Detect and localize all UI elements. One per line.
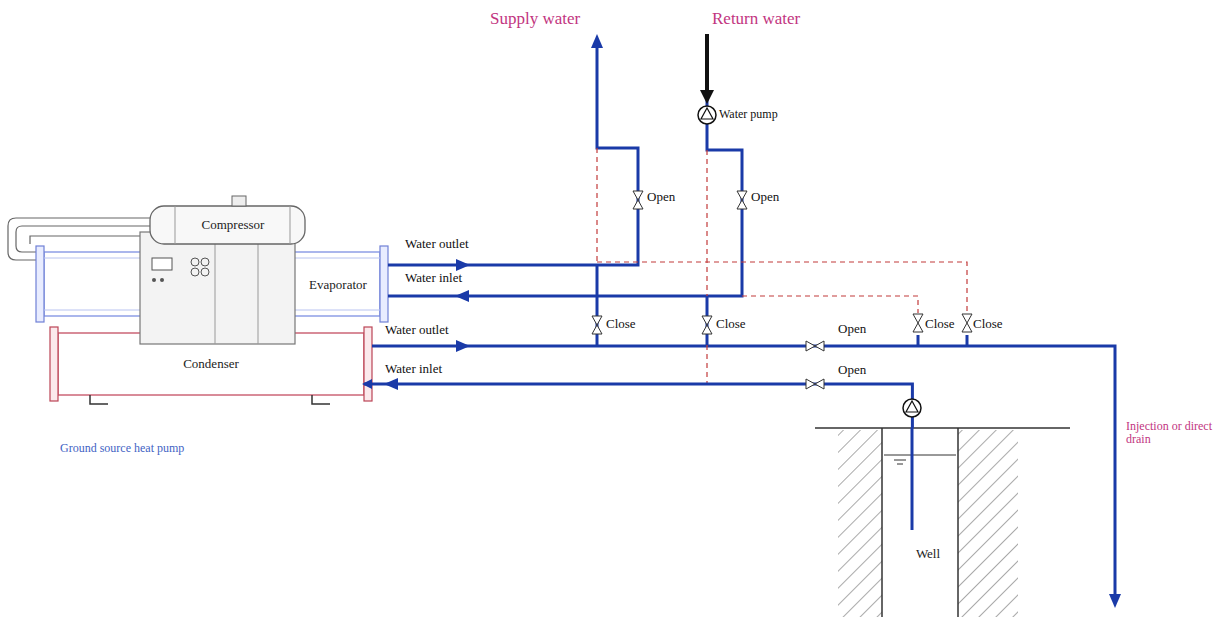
- valve-state: Close: [606, 317, 636, 331]
- valve-state: Close: [716, 317, 746, 331]
- condenser-node: Condenser: [58, 333, 364, 395]
- flow-arrow: [384, 378, 398, 390]
- flow-arrows: [455, 34, 1121, 608]
- valve-state: Open: [838, 322, 866, 336]
- evaporator-node: Evaporator: [296, 268, 380, 302]
- valve-symbol: [806, 379, 824, 389]
- control-panel: [140, 232, 295, 344]
- well-node: Well: [882, 428, 958, 617]
- supply-label: Supply water: [490, 10, 580, 29]
- valve-symbol: [913, 314, 923, 332]
- node-text: Evaporator: [309, 278, 367, 292]
- ground-well: [815, 428, 1070, 617]
- pipe-label: Water outlet: [405, 237, 469, 251]
- valve-symbol: [633, 191, 643, 209]
- pump-label: Water pump: [719, 108, 778, 121]
- pump-symbol: [701, 108, 713, 119]
- compressor-body: [150, 196, 305, 244]
- valve-symbol: [962, 314, 972, 332]
- valve-symbol: [806, 341, 824, 351]
- compressor-node: Compressor: [176, 208, 290, 242]
- pipe-label: Water inlet: [385, 362, 442, 376]
- drain-label: Injection or direct drain: [1126, 420, 1214, 446]
- return-arrow: [700, 34, 714, 104]
- return-label: Return water: [712, 10, 800, 29]
- node-text: Well: [916, 547, 940, 561]
- water-pipes: [372, 40, 1115, 600]
- valve-symbol: [737, 191, 747, 209]
- pump-symbol: [906, 401, 918, 412]
- valve-state: Open: [838, 363, 866, 377]
- pipe-label: Water inlet: [405, 271, 462, 285]
- pump-symbol: [698, 106, 716, 124]
- pipe-label: Water outlet: [385, 323, 449, 337]
- pump-symbol: [903, 399, 921, 417]
- water-pipe: [364, 384, 912, 428]
- node-text: Compressor: [202, 218, 265, 232]
- unit-caption: Ground source heat pump: [60, 442, 184, 455]
- valve-state: Open: [647, 190, 675, 204]
- valve-symbol: [592, 316, 602, 334]
- valve-symbol: [702, 316, 712, 334]
- valve-state: Close: [973, 317, 1003, 331]
- dashed-bypass: [597, 148, 967, 384]
- valve-state: Open: [751, 190, 779, 204]
- valve-state: Close: [925, 317, 955, 331]
- node-text: Condenser: [183, 357, 239, 371]
